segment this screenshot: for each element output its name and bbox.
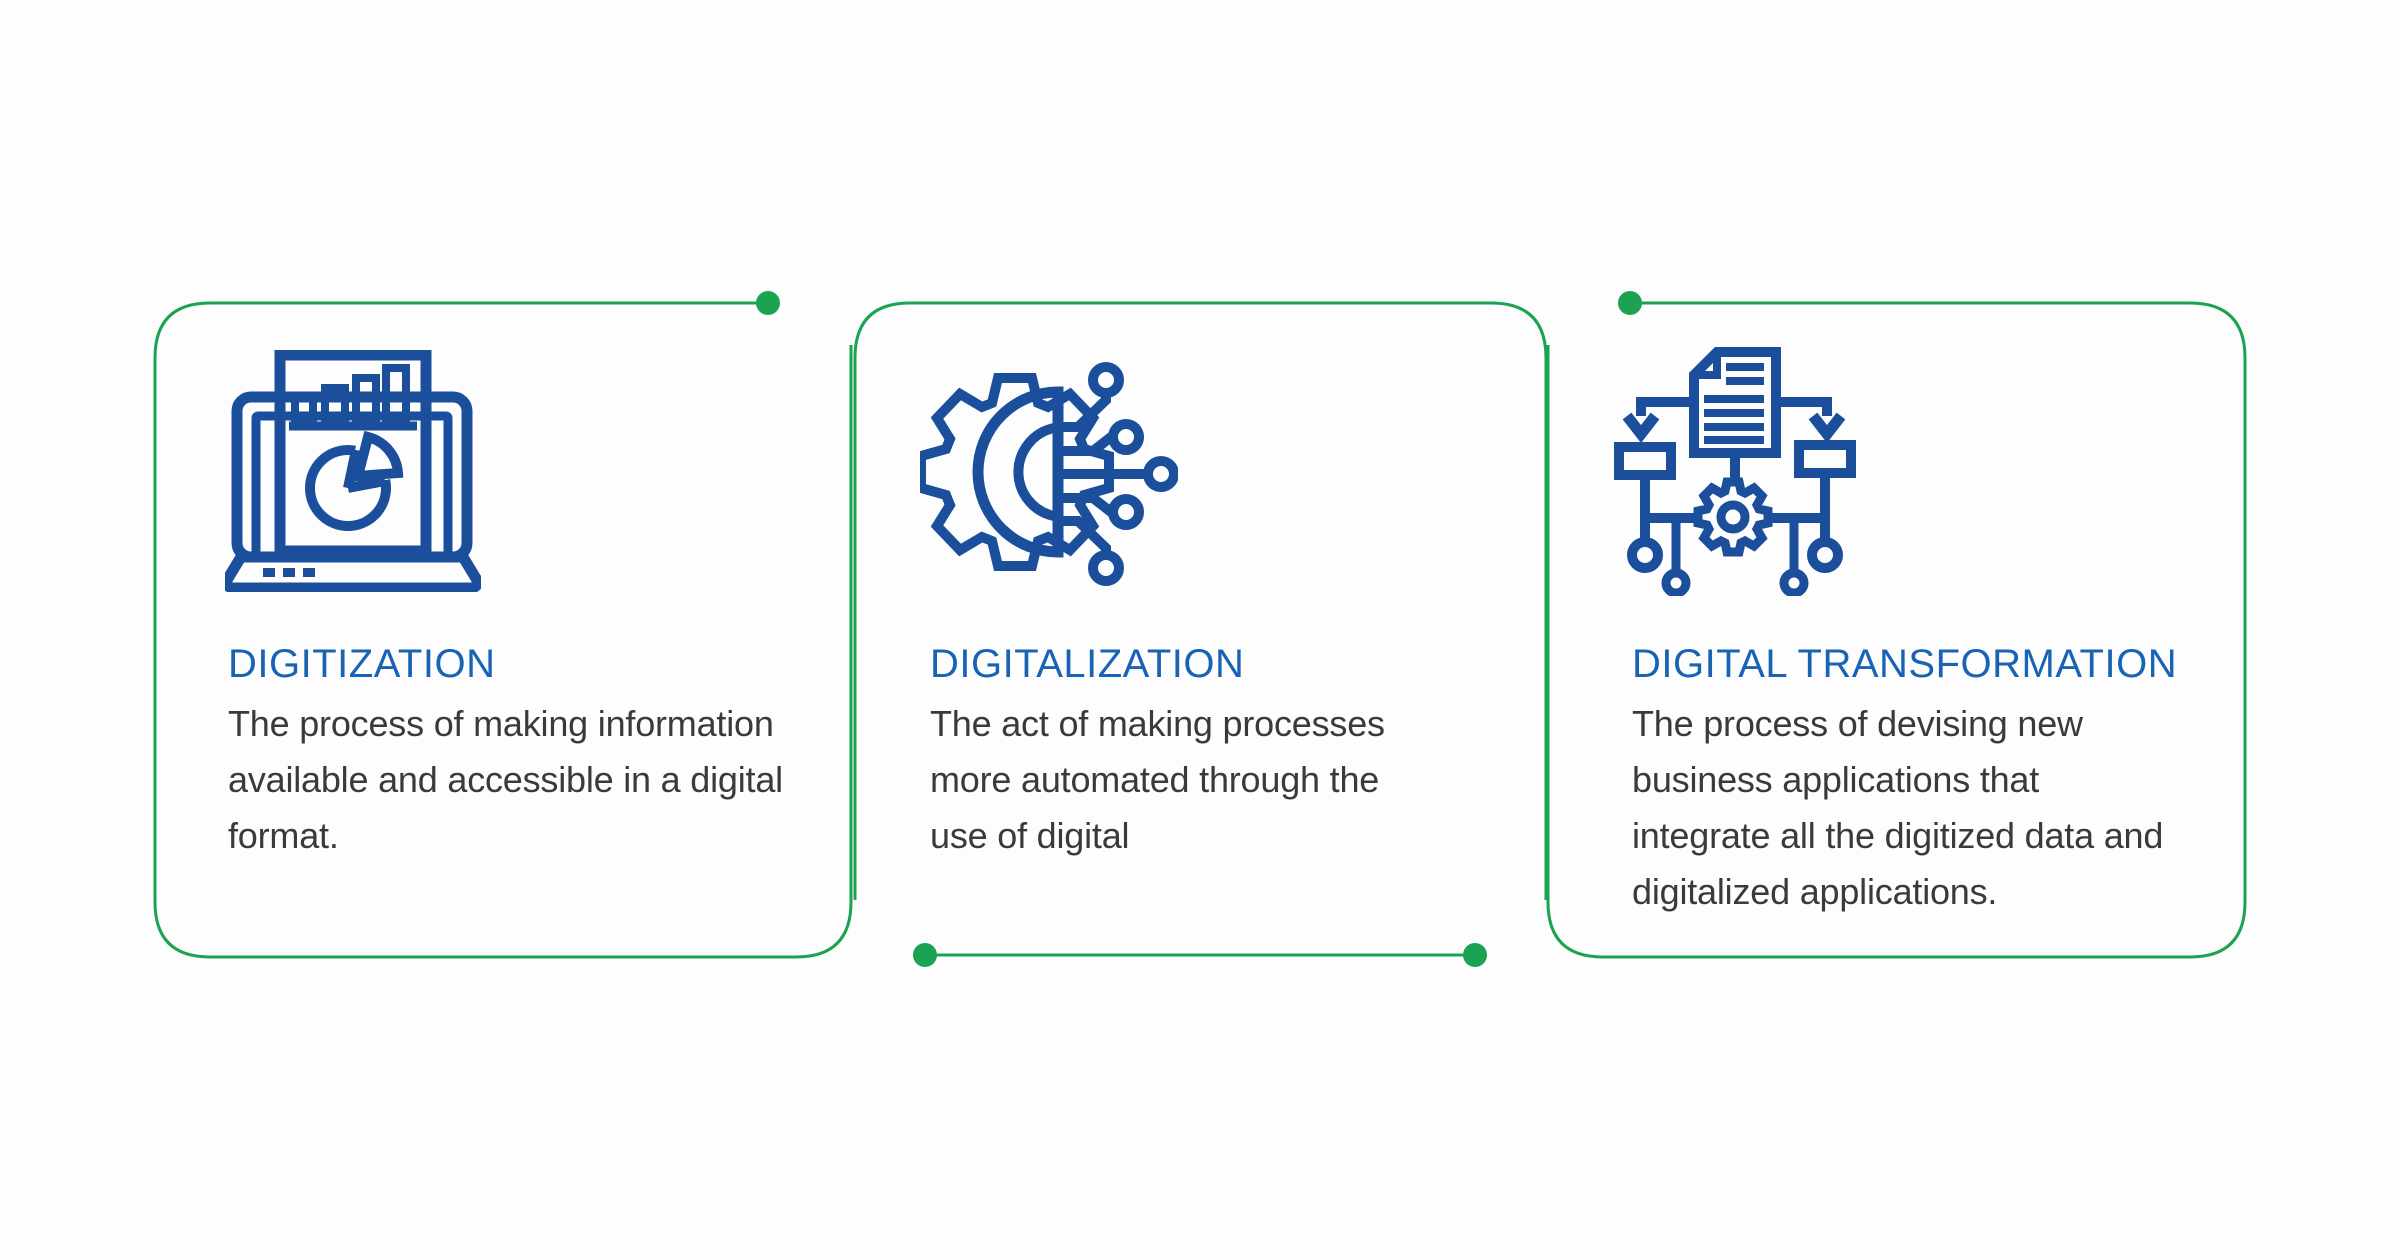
card2-bottom-left-dot xyxy=(913,943,937,967)
laptop-analytics-icon xyxy=(221,349,483,594)
card1-border xyxy=(153,301,853,959)
card-title: DIGITIZATION xyxy=(228,642,496,686)
card-description: The act of making processes more automat… xyxy=(930,703,1385,856)
card3-border xyxy=(1546,301,2247,959)
card1-top-dot xyxy=(756,291,780,315)
gear-circuit-icon xyxy=(916,362,1179,586)
card2-border xyxy=(853,301,1548,900)
flowchart-gear-icon xyxy=(1614,347,1856,598)
card-title: DIGITAL TRANSFORMATION xyxy=(1632,642,2178,686)
card3-top-dot xyxy=(1618,291,1642,315)
card-description: The process of devising new business app… xyxy=(1632,703,2164,912)
card2-bottom-right-dot xyxy=(1463,943,1487,967)
card-title: DIGITALIZATION xyxy=(930,642,1245,686)
card-description: The process of making information availa… xyxy=(228,703,783,856)
